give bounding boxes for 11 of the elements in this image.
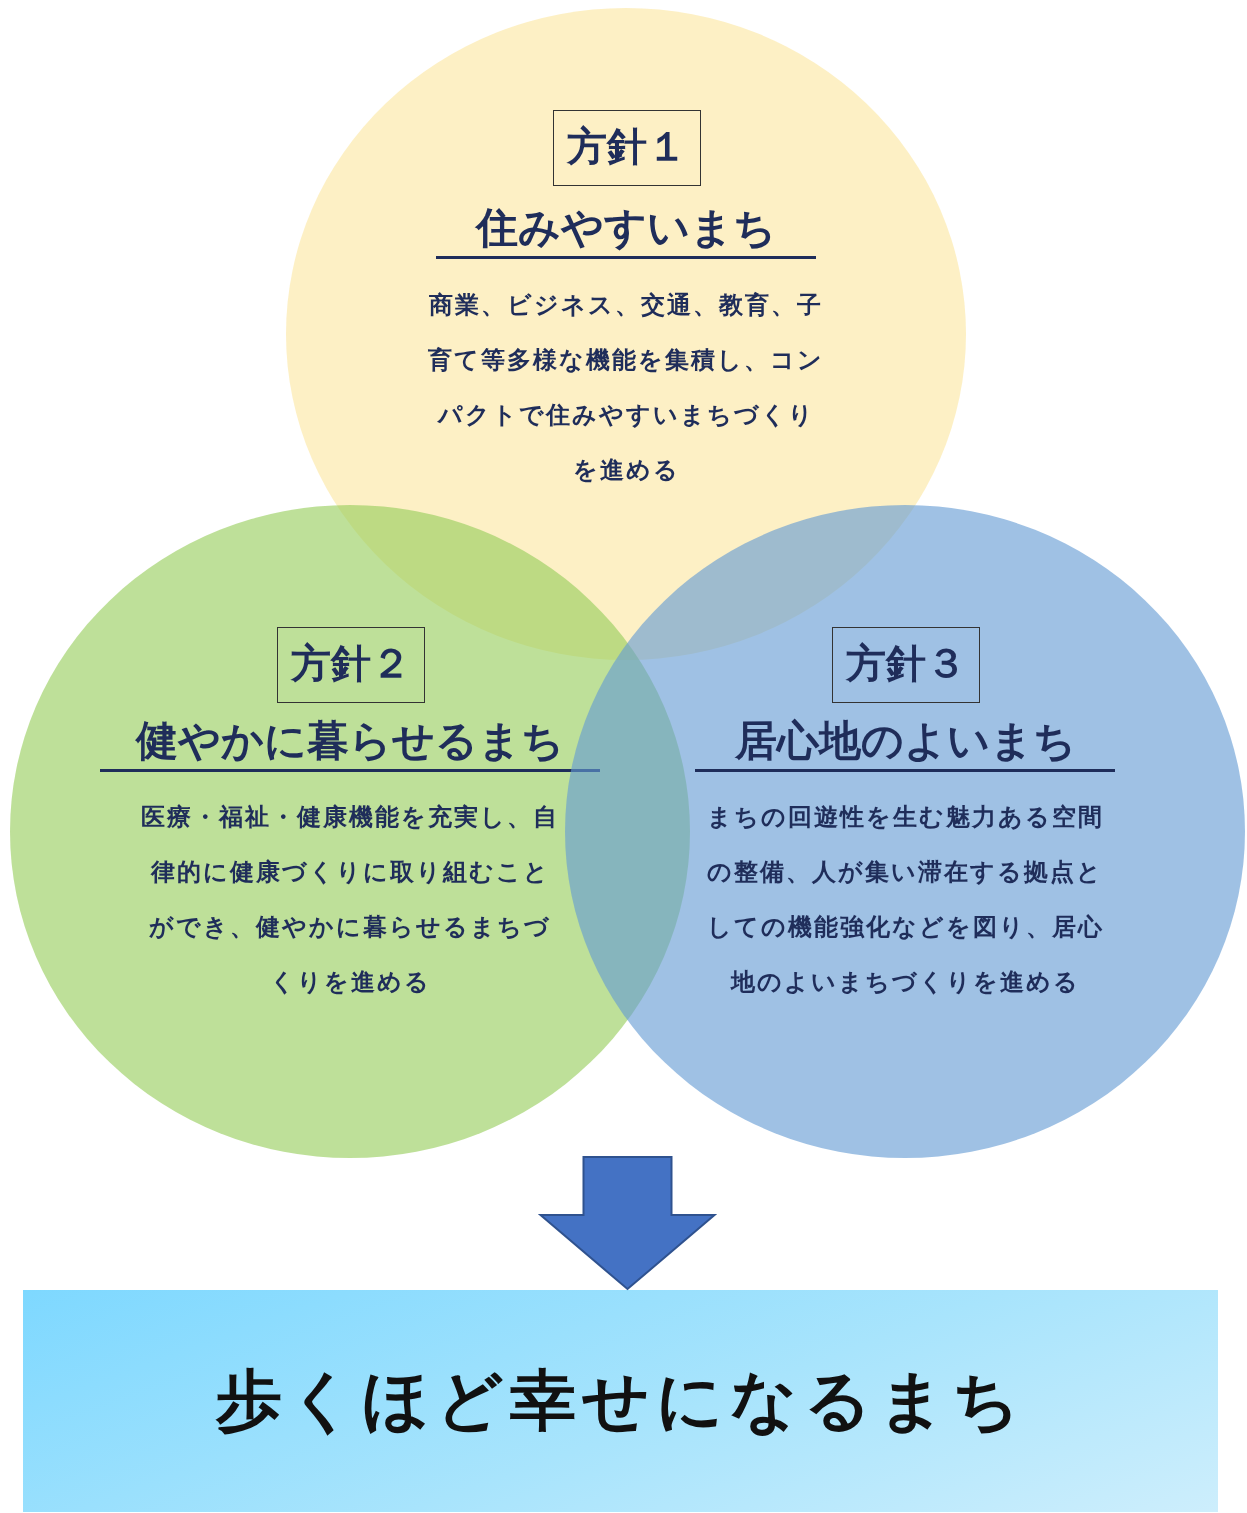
arrow xyxy=(537,1156,718,1291)
policy-label: 方針２ xyxy=(277,627,425,703)
policy-title: 居心地のよいまち xyxy=(695,713,1115,772)
policy-title: 健やかに暮らせるまち xyxy=(100,713,600,772)
goal-banner: 歩くほど幸せになるまち xyxy=(23,1290,1218,1512)
policy-label: 方針３ xyxy=(832,627,980,703)
policy-title: 住みやすいまち xyxy=(436,200,816,259)
policy-description: 商業、ビジネス、交通、教育、子育て等多様な機能を集積し、コンパクトで住みやすいまちづくりを進める xyxy=(427,290,825,486)
policy-description: 医療・福祉・健康機能を充実し、自律的に健康づくりに取り組むことができ、健やかに暮らせるまちづくりを進める xyxy=(140,802,560,998)
policy-description: まちの回遊性を生む魅力ある空間の整備、人が集い滞在する拠点としての機能強化などを図り、居心地のよいまちづくりを進める xyxy=(705,802,1105,998)
policy-label: 方針１ xyxy=(553,110,701,186)
